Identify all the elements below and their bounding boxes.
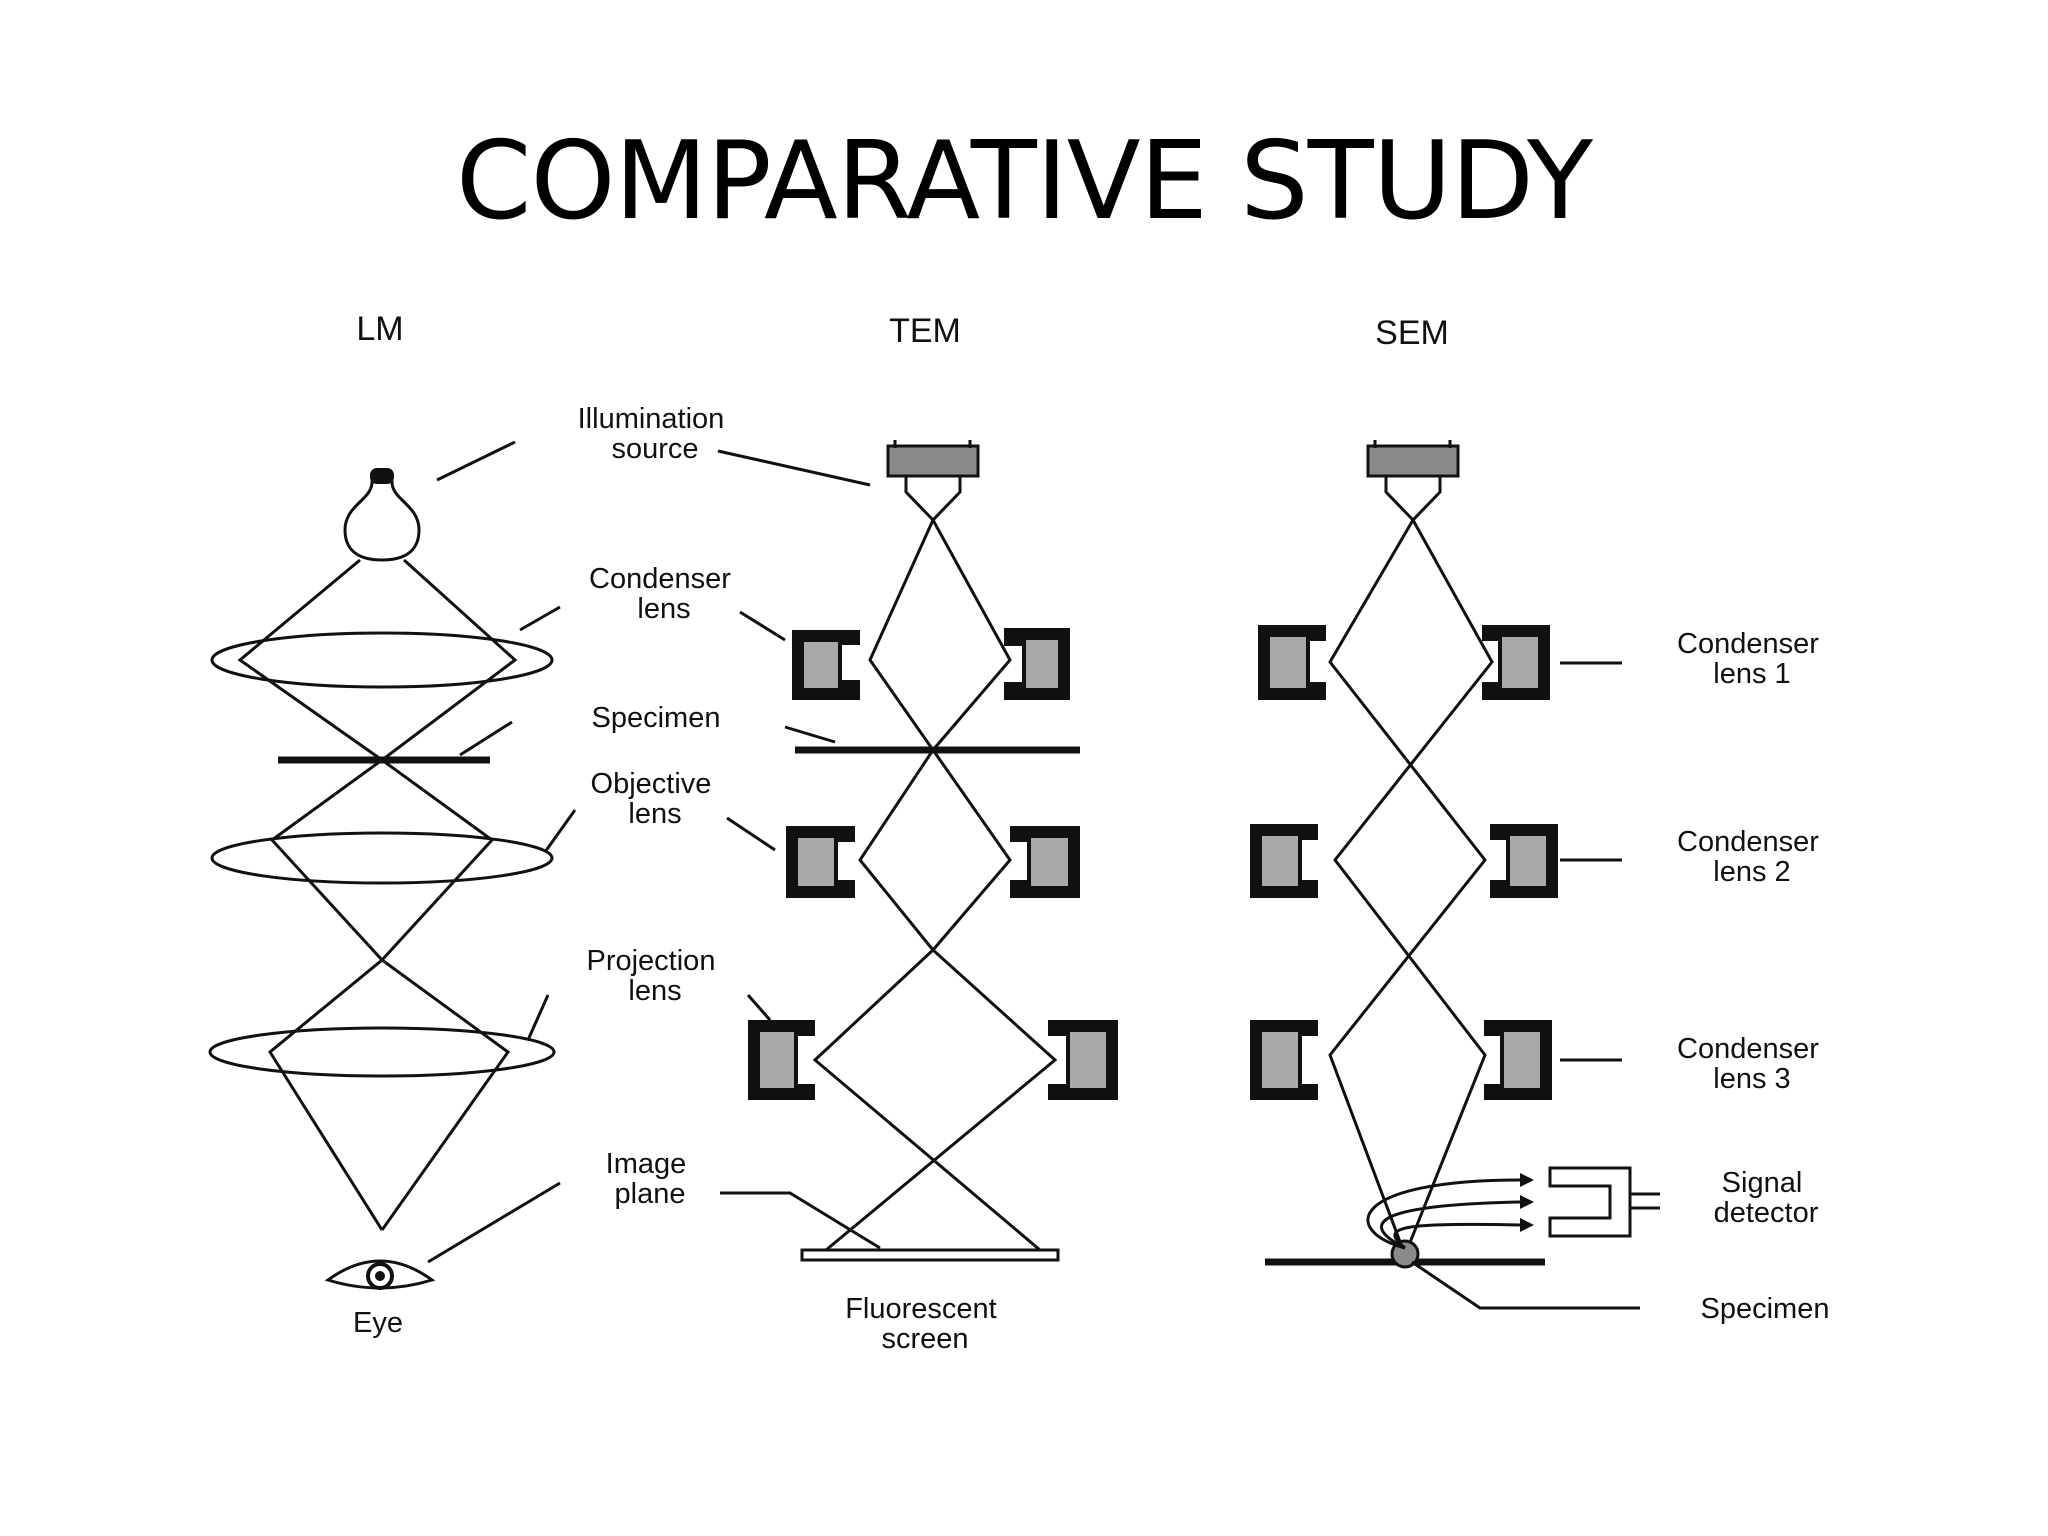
label-signal-detector: Signal detector [1714,1167,1819,1229]
lm-condenser-lens [210,631,554,689]
label-specimen: Specimen [592,702,721,734]
label-projection-lens: Projection lens [586,945,723,1007]
sem-header: SEM [1375,314,1449,352]
lm-column [208,468,556,1290]
shared-labels: Illumination source Condenser lens Speci… [353,403,1005,1355]
lm-objective-lens [210,831,554,885]
label-condenser-lens: Condenser lens [589,563,739,625]
label-objective-lens: Objective lens [591,768,720,830]
sem-column: Condenser lens 1 Condenser lens 2 Conden… [1250,440,1829,1325]
label-illumination-source: Illumination source [578,403,733,465]
sem-electron-gun-icon [1366,440,1460,523]
light-bulb-icon [343,468,421,562]
tem-header: TEM [889,312,961,350]
signal-emission-arrows [1366,1173,1534,1250]
tem-objective-lens [786,826,1080,898]
lm-light-rays [237,558,518,1231]
eye-icon [324,1259,436,1290]
tem-electron-gun-icon [886,440,980,523]
sem-condenser-lens-3 [1250,1020,1552,1100]
label-sem-specimen: Specimen [1701,1293,1830,1325]
tem-projection-lens [748,1020,1118,1100]
slide-title: COMPARATIVE STUDY [456,119,1593,244]
lm-projection-lens [208,1026,556,1078]
lm-header: LM [356,310,403,348]
signal-detector-icon [1548,1166,1660,1238]
label-eye: Eye [353,1307,403,1339]
tem-electron-rays [812,519,1058,1252]
sem-condenser-lens-1 [1258,625,1550,700]
tem-condenser-lens [792,628,1070,700]
sem-condenser-lens-2 [1250,824,1558,898]
label-condenser-lens-1: Condenser lens 1 [1677,628,1827,690]
label-condenser-lens-3: Condenser lens 3 [1677,1033,1827,1095]
label-condenser-lens-2: Condenser lens 2 [1677,826,1827,888]
label-fluorescent-screen: Fluorescent screen [845,1293,1005,1355]
label-image-plane: Image plane [606,1148,695,1210]
tem-column [748,440,1118,1262]
sem-electron-rays [1328,519,1494,1256]
tem-fluorescent-screen [800,1248,1060,1262]
